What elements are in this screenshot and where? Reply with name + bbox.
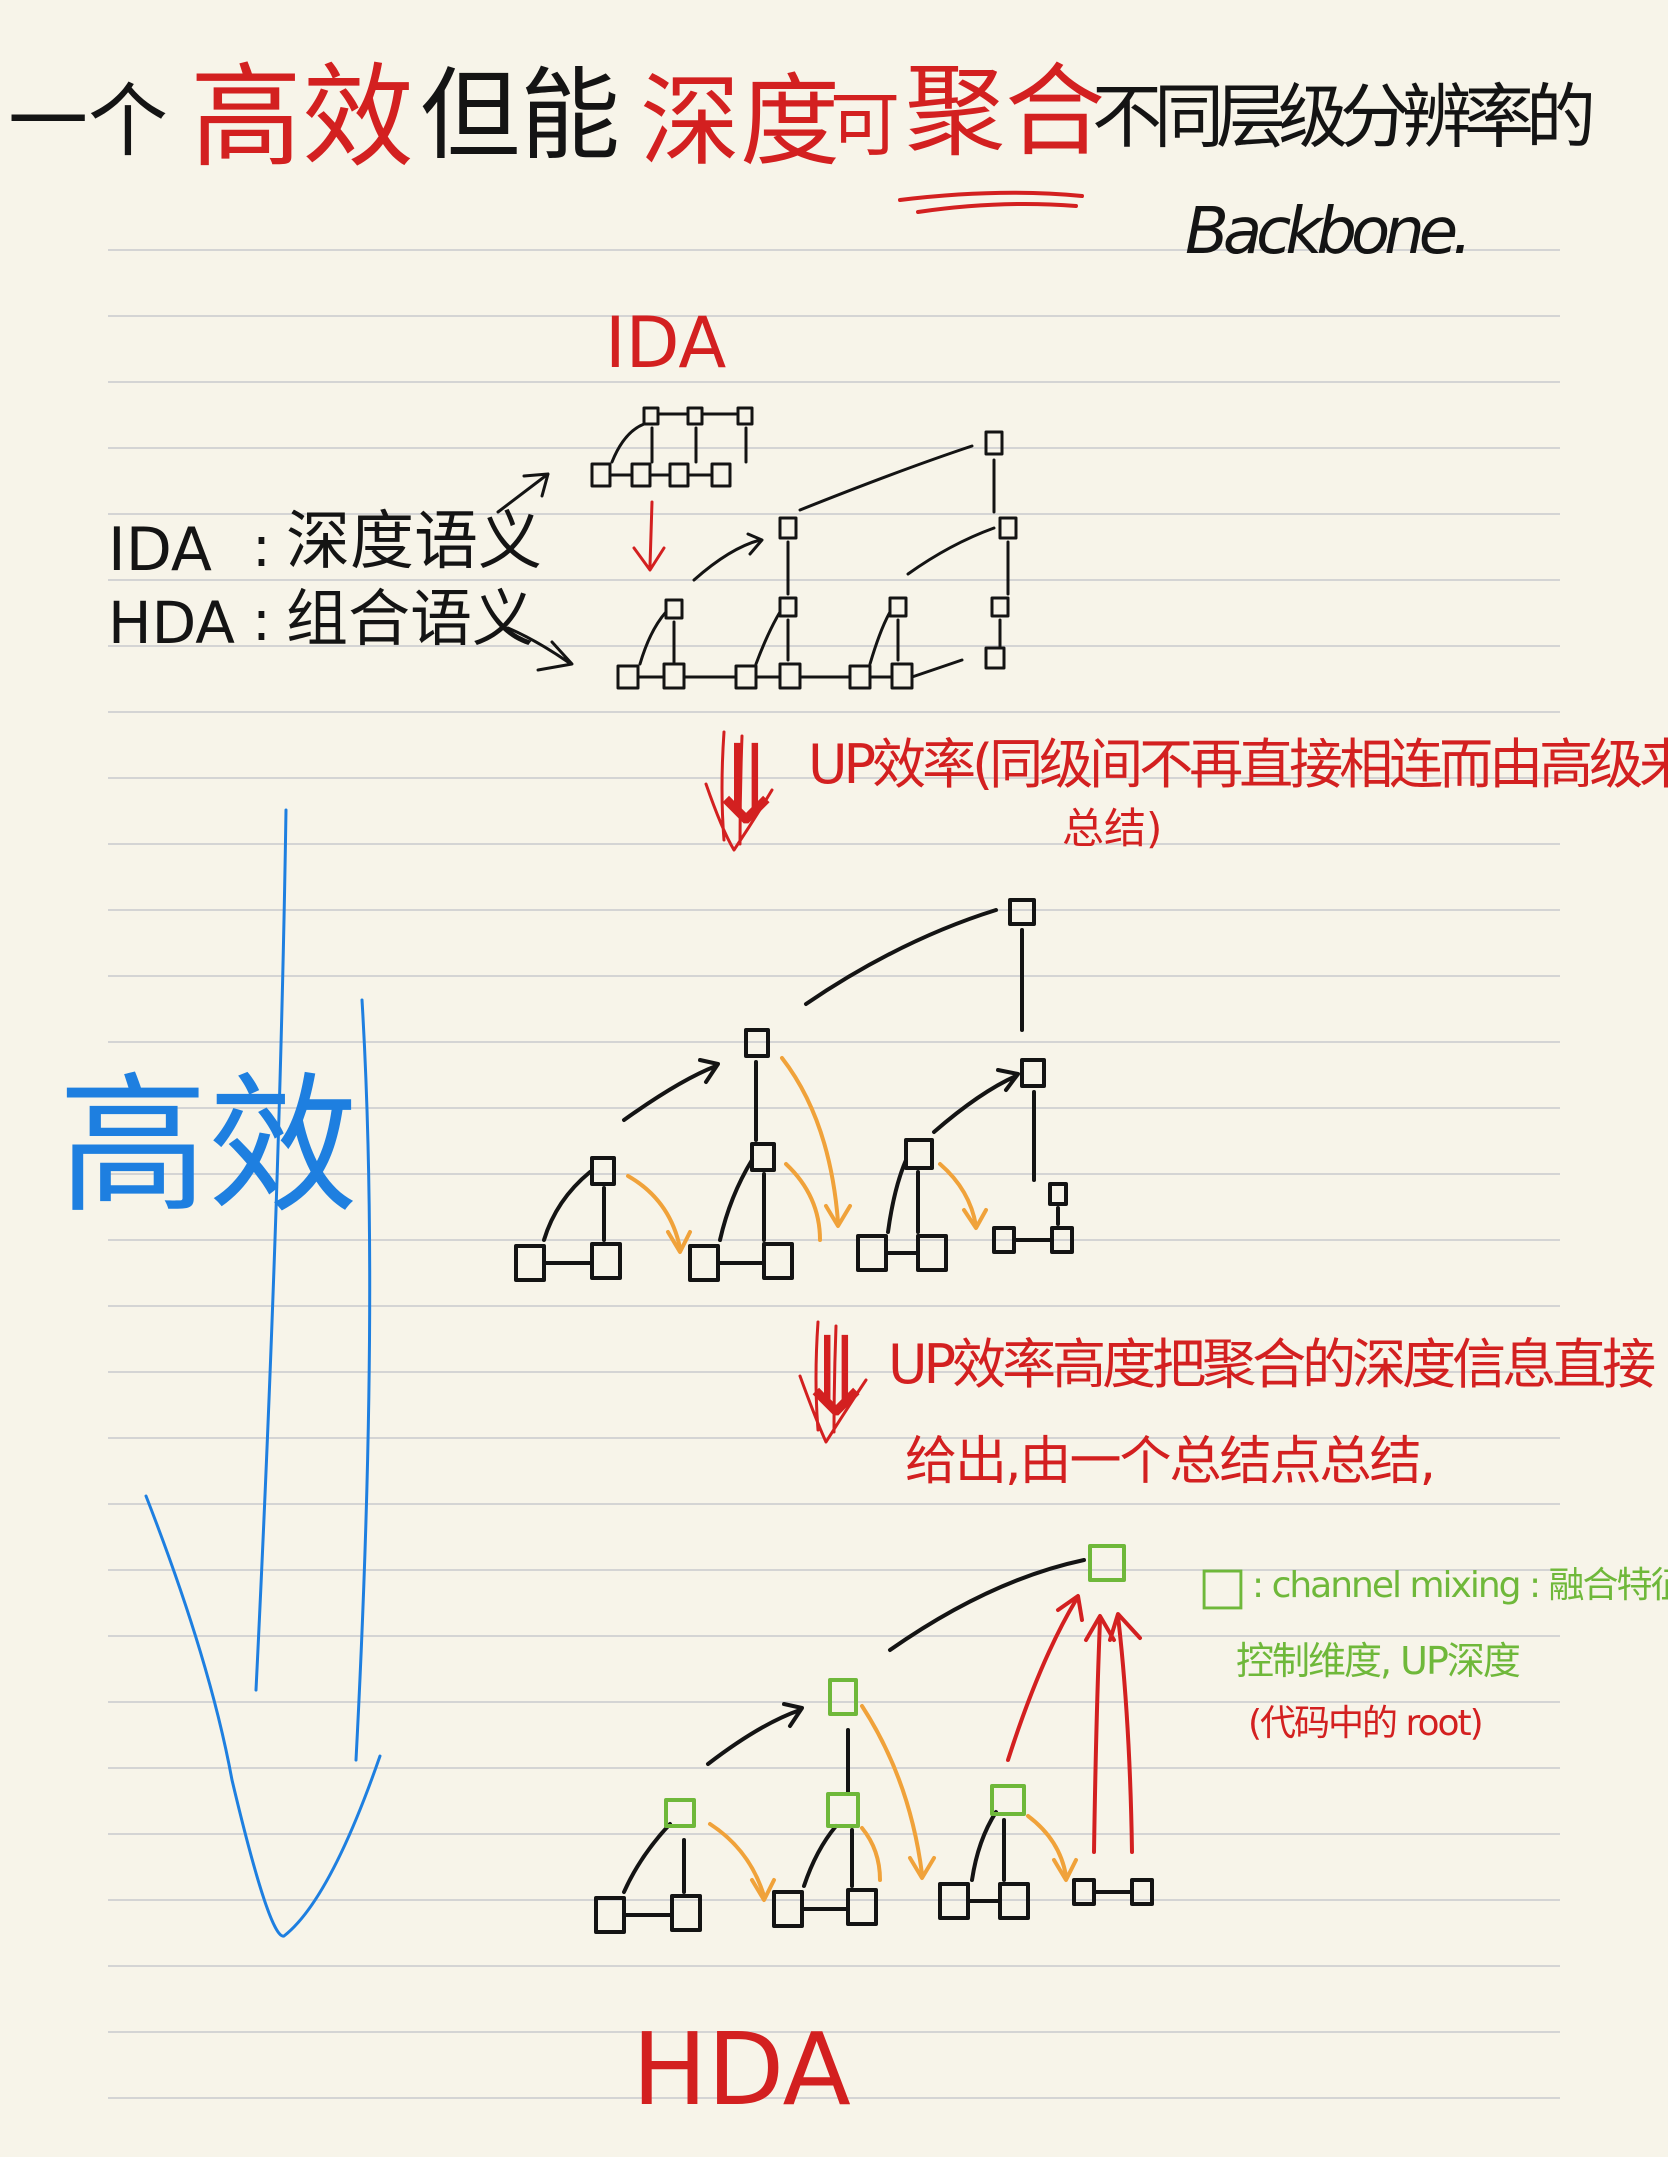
hda-red-arrows — [1006, 1594, 1142, 1854]
legend-line3: (代码中的 root) — [1248, 1703, 1484, 1744]
hda-orange-arrows — [708, 1704, 1078, 1902]
legend-line2: 控制维度, UP深度 — [1236, 1639, 1521, 1683]
step2-line2: 给出,由一个总结点总结, — [905, 1432, 1436, 1492]
hda-def-label: HDA — [108, 589, 235, 657]
step2-double-arrow — [798, 1320, 868, 1444]
root-box — [1088, 1544, 1126, 1582]
legend-line1: : channel mixing : 融合特征 — [1252, 1565, 1668, 1606]
step1-line1: UP效率(同级间不再直接相连而由高级来 — [808, 733, 1668, 796]
ida-red-down-arrow — [632, 500, 666, 572]
hda-pointer-arrow — [506, 626, 574, 672]
footer-hda: HDA — [632, 2011, 851, 2128]
side-note-efficient: 高效 — [58, 1060, 359, 1234]
ida-diagram — [590, 406, 1018, 690]
ida-def-label: IDA — [108, 515, 212, 585]
step1-double-arrow — [704, 730, 774, 852]
root-box — [664, 1798, 696, 1828]
legend-symbol: □ — [1198, 1556, 1248, 1616]
hda-def-desc: 组合语义 — [286, 582, 535, 655]
title-underline — [898, 190, 1084, 214]
step1-arrow: ⇓ — [700, 721, 793, 849]
root-box — [828, 1678, 858, 1716]
ida-def-colon: : — [252, 515, 271, 580]
ida-bottom-chain — [616, 430, 1018, 690]
title-but-can: 但能 — [420, 57, 620, 174]
middle-diagram — [514, 898, 1074, 1282]
title-prefix: 一个 — [8, 75, 168, 168]
ida-top-row — [590, 406, 754, 488]
ida-def-desc: 深度语义 — [286, 505, 542, 579]
root-box — [826, 1792, 860, 1828]
middle-orange-arrows — [626, 1056, 988, 1254]
step2-line1: UP效率高度把聚合的深度信息直接 — [888, 1333, 1656, 1396]
title-red-efficient: 高效 — [190, 53, 414, 183]
hda-diagram — [594, 1558, 1154, 1934]
efficiency-arrows — [144, 808, 382, 1938]
title-red-aggregate: 聚合 — [905, 53, 1105, 170]
ida-pointer-arrow — [496, 472, 550, 514]
hda-def-colon: : — [252, 589, 271, 654]
title-suffix: 不同层级分辨率的 — [1092, 76, 1596, 158]
title-can: 可 — [830, 84, 900, 166]
title-red-deep: 深度 — [640, 63, 840, 180]
step1-line2: 总结) — [1062, 804, 1163, 853]
root-box — [990, 1784, 1026, 1816]
ida-heading: IDA — [605, 302, 727, 384]
hda-green-roots — [664, 1544, 1126, 1828]
title-backbone: Backbone. — [1185, 195, 1472, 269]
